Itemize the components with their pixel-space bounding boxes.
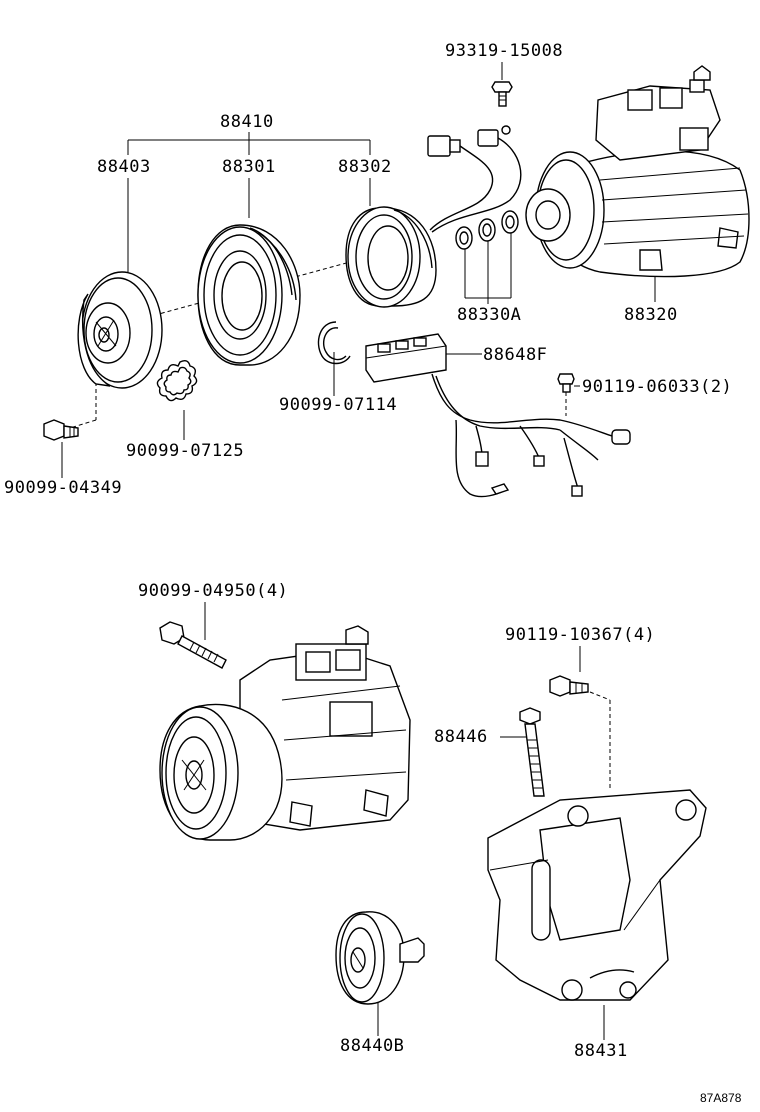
shims-88330A-icon [455,210,519,250]
label-90099-07125[interactable]: 90099-07125 [126,441,244,461]
wire-harness-88648F-icon [365,333,631,498]
pulley-88301-icon [197,224,301,366]
label-88330A[interactable]: 88330A [457,305,521,325]
label-88301[interactable]: 88301 [222,157,276,177]
label-88320[interactable]: 88320 [624,305,678,325]
bolt-88446-icon [519,707,545,797]
bolt-90099-04349-icon [43,419,79,441]
stator-coil-88302-icon [345,206,437,308]
bolt-90099-04950-icon [159,621,227,669]
label-88648F[interactable]: 88648F [483,345,547,365]
reference-code: 87A878 [700,1091,742,1105]
compressor-88320-icon [525,65,750,278]
compressor-assembly-icon [159,625,411,841]
bolt-90119-06033-icon [557,373,575,393]
label-90119-06033[interactable]: 90119-06033(2) [582,377,732,397]
label-90119-10367[interactable]: 90119-10367(4) [505,625,655,645]
label-90099-04950[interactable]: 90099-04950(4) [138,581,288,601]
bracket-88431-icon [487,789,707,1001]
snap-ring-90099-07125-icon [156,359,198,402]
label-88446[interactable]: 88446 [434,727,488,747]
label-88403[interactable]: 88403 [97,157,151,177]
clutch-hub-88403-icon [77,271,163,389]
label-90099-07114[interactable]: 90099-07114 [279,395,397,415]
label-88302[interactable]: 88302 [338,157,392,177]
label-88440B[interactable]: 88440B [340,1036,404,1056]
label-90099-04349[interactable]: 90099-04349 [4,478,122,498]
label-88410[interactable]: 88410 [220,112,274,132]
label-88431[interactable]: 88431 [574,1041,628,1061]
bolt-93319-icon [491,81,513,107]
snap-ring-90099-07114-icon [317,321,351,365]
label-93319-15008[interactable]: 93319-15008 [445,41,563,61]
clutch-wire-connectors-icon [427,125,522,233]
idler-pulley-88440B-icon [335,911,425,1005]
bolt-90119-10367-icon [549,675,589,697]
